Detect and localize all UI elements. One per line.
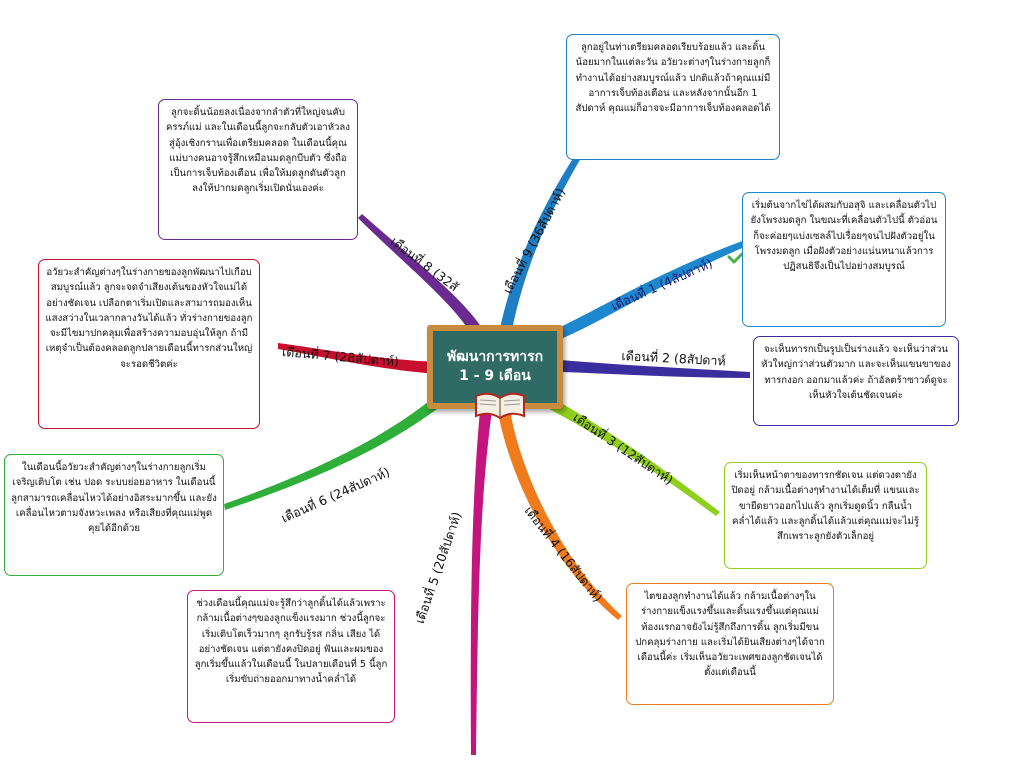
note-month6: ในเดือนนี้อวัยวะสำคัญต่างๆในร่างกายลูกเร…: [4, 454, 224, 576]
branch-month4: [498, 410, 622, 620]
note-month7: อวัยวะสำคัญต่างๆในร่างกายของลูกพัฒนาไปเก…: [38, 259, 260, 429]
note-month9: ลูกอยู่ในท่าเตรียมคลอดเรียบร้อยแล้ว และด…: [566, 34, 780, 160]
note-month3: เริ่มเห็นหน้าตาของทารกชัดเจน แต่ดวงตายัง…: [724, 462, 927, 569]
note-month1: เริ่มต้นจากไข่ได้ผสมกับอสุจิ และเคลื่อนต…: [742, 192, 946, 327]
note-month5: ช่วงเดือนนี้คุณแม่จะรู้สึกว่าลูกดิ้นได้แ…: [187, 590, 395, 723]
branch-month9: [500, 140, 590, 330]
branch-month2: [560, 360, 750, 378]
branch-month1: [545, 240, 747, 344]
branch-month5: [470, 410, 492, 755]
note-month8: ลูกจะดิ้นน้อยลงเนื่องจากลำตัวที่ใหญ่จนคั…: [158, 99, 358, 240]
note-month4: ไตของลูกทำงานได้แล้ว กล้ามเนื้อต่างๆในร่…: [626, 583, 834, 705]
note-month2: จะเห็นทารกเป็นรูปเป็นร่างแล้ว จะเห็นว่าส…: [753, 336, 959, 426]
central-title: พัฒนาการทารก: [446, 349, 544, 365]
branch-month8: [358, 214, 482, 332]
book-icon: [475, 392, 525, 420]
branch-month7: [278, 343, 440, 374]
central-subtitle: 1 - 9 เดือน: [459, 368, 531, 384]
branch-month3: [542, 395, 720, 516]
checkmark-icon: [727, 249, 747, 264]
